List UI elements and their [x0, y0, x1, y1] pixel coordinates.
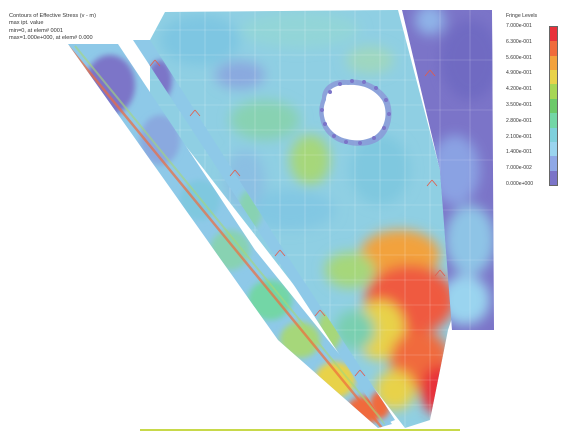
- fringe-level-label: 5.600e-001: [506, 54, 532, 61]
- fringe-level-label: 4.200e-001: [506, 86, 532, 93]
- colorbar-segment: [550, 141, 557, 157]
- fringe-level-label: 6.300e-001: [506, 38, 532, 45]
- fringe-level-label: 3.500e-001: [506, 102, 532, 108]
- legend-title: Fringe Levels: [506, 13, 538, 19]
- plot-title-block: Contours of Effective Stress (v - m) max…: [9, 13, 159, 43]
- colorbar-segment: [550, 55, 557, 71]
- fringe-colorbar: [549, 26, 558, 186]
- fringe-level-label: 4.900e-001: [506, 70, 532, 77]
- plot-title-line: max=1.000e+000, at elem# 0.000: [9, 35, 93, 42]
- fringe-level-label: 2.800e-001: [506, 117, 532, 124]
- colorbar-segment: [550, 70, 557, 85]
- fringe-level-label: 2.100e-001: [506, 133, 532, 140]
- fringe-level-label: 7.000e-001: [506, 23, 532, 29]
- plot-title-line: min=0, at elem# 0001: [9, 27, 63, 34]
- hole-cutout: [319, 79, 392, 146]
- colorbar-segment: [550, 84, 557, 99]
- right-strip-region: [402, 10, 494, 330]
- colorbar-segment: [550, 27, 557, 42]
- fringe-level-label: 0.000e+000: [506, 181, 534, 187]
- fringe-level-label: 1.400e-001: [506, 149, 532, 156]
- colorbar-segment: [550, 156, 557, 171]
- colorbar-segment: [550, 113, 557, 128]
- plot-title-line: max ipt. value: [9, 20, 44, 27]
- colorbar-segment: [550, 127, 557, 142]
- plot-title-line: Contours of Effective Stress (v - m): [9, 13, 96, 19]
- colorbar-segment: [550, 41, 557, 56]
- hole-border-markers: [320, 79, 391, 145]
- fringe-level-label: 7.000e-002: [506, 165, 532, 172]
- colorbar-segment: [550, 170, 557, 185]
- load-arrows: [149, 59, 446, 377]
- colorbar-segment: [550, 98, 557, 114]
